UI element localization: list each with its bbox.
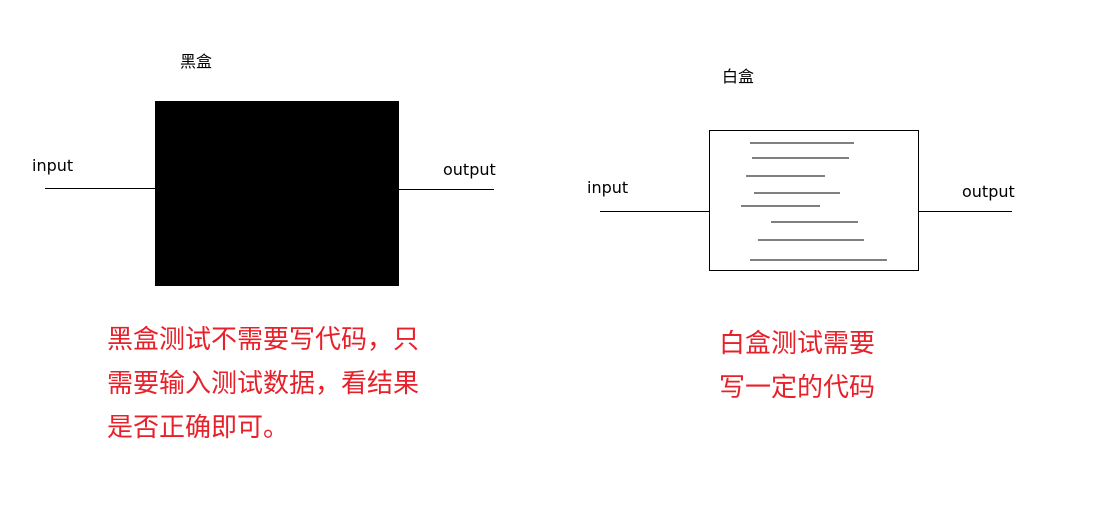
white-box-output-line [919, 211, 1012, 212]
black-box-input-label: input [32, 156, 74, 175]
white-box-input-line [600, 211, 709, 212]
white-box-output-label: output [962, 182, 1015, 201]
black-box-note-line-1: 黑盒测试不需要写代码，只 [107, 325, 420, 355]
white-box-input-label: input [587, 178, 629, 197]
white-box-note-line-2: 写一定的代码 [719, 373, 876, 403]
white-box [709, 130, 919, 271]
white-box-title: 白盒 [722, 67, 755, 86]
black-box-output-line [399, 189, 494, 190]
white-box-code-lines [741, 142, 887, 261]
white-box-note-line-1: 白盒测试需要 [719, 329, 876, 359]
white-box-note: 白盒测试需要 写一定的代码 [719, 322, 875, 410]
black-box-input-line [45, 188, 155, 189]
black-box-note-line-2: 需要输入测试数据，看结果 [107, 369, 420, 399]
black-box-note: 黑盒测试不需要写代码，只 需要输入测试数据，看结果 是否正确即可。 [107, 318, 419, 450]
black-box-note-line-3: 是否正确即可。 [107, 413, 290, 443]
black-box [155, 101, 399, 286]
black-box-title: 黑盒 [180, 52, 213, 71]
black-box-output-label: output [443, 160, 496, 179]
